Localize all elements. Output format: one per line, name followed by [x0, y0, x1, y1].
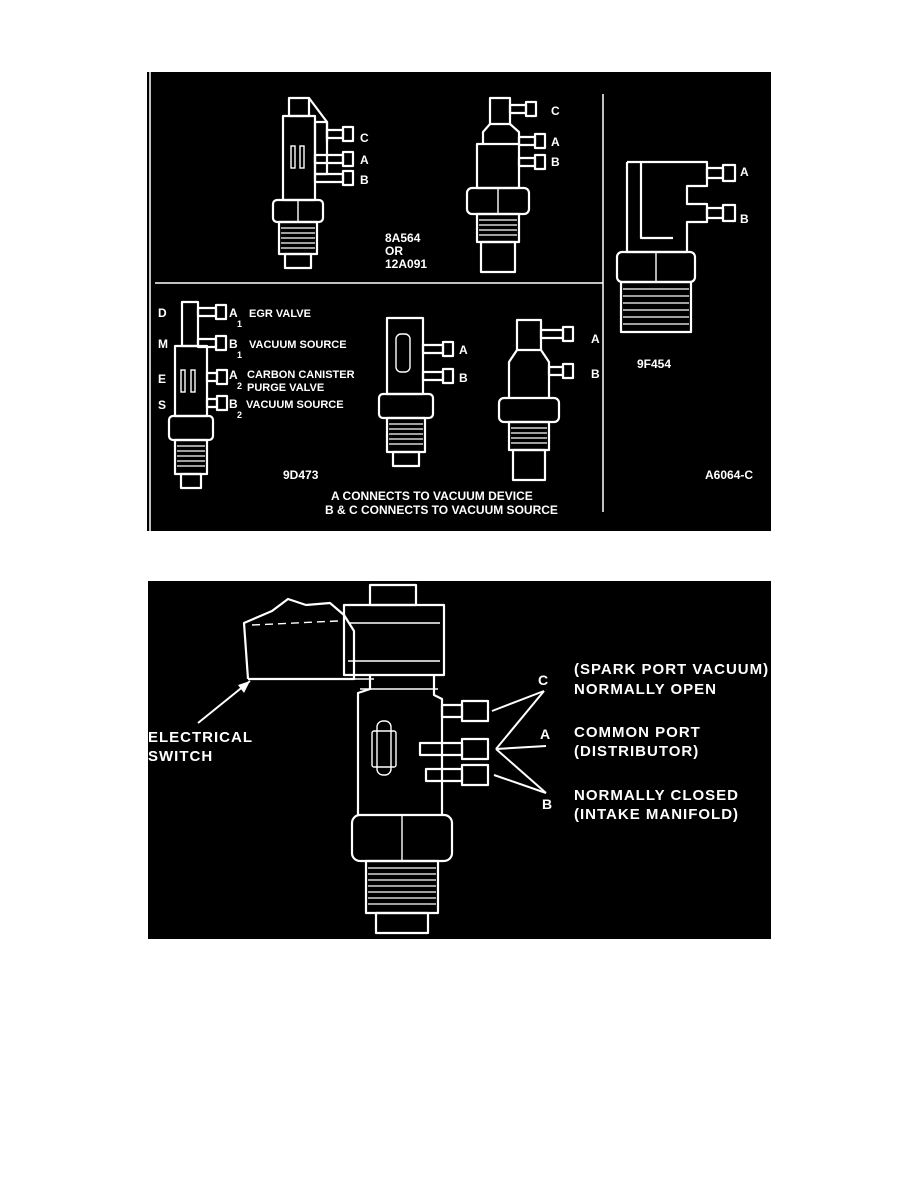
- port-a-label-5: A: [591, 332, 600, 346]
- port-b-label-3: B: [740, 212, 749, 226]
- port-a1-sub: 1: [237, 319, 242, 329]
- part-code-12a091: 12A091: [385, 257, 427, 271]
- port-b1-letter: B: [229, 337, 238, 351]
- port-a1-desc: EGR VALVE: [249, 308, 311, 320]
- valve-lower-right-drawing: [497, 318, 575, 482]
- legend-line-a: A CONNECTS TO VACUUM DEVICE: [331, 489, 533, 503]
- port-a-label-3: A: [740, 165, 749, 179]
- port-a-label-2: A: [551, 135, 560, 149]
- port-b2-letter: B: [229, 397, 238, 411]
- distributor: (DISTRIBUTOR): [574, 743, 699, 760]
- part-code-or: OR: [385, 244, 403, 258]
- valve-9f454-drawing: [615, 160, 737, 334]
- part-code-8a564: 8A564: [385, 231, 421, 245]
- part-code-9d473: 9D473: [283, 468, 319, 482]
- normally-open: NORMALLY OPEN: [574, 681, 717, 698]
- side-label-s: S: [158, 398, 166, 412]
- port-a2-sub: 2: [237, 381, 242, 391]
- spark-port-vacuum: (SPARK PORT VACUUM): [574, 661, 769, 678]
- valve-types-svg: C A B 8A564 OR 12A091 C A B A B 9: [149, 72, 753, 531]
- valve-9d473-drawing: [167, 300, 229, 490]
- valve-two-drawing: [465, 96, 547, 274]
- port-b2-desc: VACUUM SOURCE: [246, 399, 344, 411]
- port-c-label: C: [360, 131, 369, 145]
- vacuum-switch-svg: ELECTRICAL SWITCH C (SPARK PORT VACUUM) …: [148, 583, 769, 935]
- pointer-lines: [197, 680, 547, 794]
- port-a2-desc-1: CARBON CANISTER: [247, 369, 355, 381]
- port-a2-desc-2: PURGE VALVE: [247, 382, 324, 394]
- electrical-switch-label-2: SWITCH: [148, 748, 213, 765]
- side-label-e: E: [158, 372, 166, 386]
- port-a1-letter: A: [229, 306, 238, 320]
- intake-manifold: (INTAKE MANIFOLD): [574, 806, 739, 823]
- electrical-switch-label-1: ELECTRICAL: [148, 729, 253, 746]
- port-b-label-5: B: [591, 367, 600, 381]
- vacuum-switch-diagram: ELECTRICAL SWITCH C (SPARK PORT VACUUM) …: [148, 581, 771, 939]
- side-label-m: M: [158, 337, 168, 351]
- side-label-d: D: [158, 306, 167, 320]
- part-code-9f454: 9F454: [637, 357, 671, 371]
- normally-closed: NORMALLY CLOSED: [574, 787, 739, 804]
- port-a2-letter: A: [229, 368, 238, 382]
- port-b-label-2: B: [551, 155, 560, 169]
- port-a-label-4: A: [459, 343, 468, 357]
- port-c-label-2: C: [551, 104, 560, 118]
- port-b-label: B: [360, 173, 369, 187]
- port-b2-sub: 2: [237, 410, 242, 420]
- vacuum-switch-drawing: [242, 583, 490, 935]
- figure-id: A6064-C: [705, 468, 753, 482]
- port-b1-desc: VACUUM SOURCE: [249, 339, 347, 351]
- port-b1-sub: 1: [237, 350, 242, 360]
- valve-middle-drawing: [377, 316, 455, 468]
- common-port: COMMON PORT: [574, 724, 701, 741]
- valve-types-diagram: C A B 8A564 OR 12A091 C A B A B 9: [147, 72, 771, 531]
- port-b-label-4: B: [459, 371, 468, 385]
- legend-line-bc: B & C CONNECTS TO VACUUM SOURCE: [325, 503, 558, 517]
- port-a-label: A: [360, 153, 369, 167]
- port-c-letter: C: [538, 672, 548, 688]
- valve-8a564-drawing: [271, 96, 355, 270]
- port-b-letter: B: [542, 796, 552, 812]
- port-a-letter: A: [540, 726, 550, 742]
